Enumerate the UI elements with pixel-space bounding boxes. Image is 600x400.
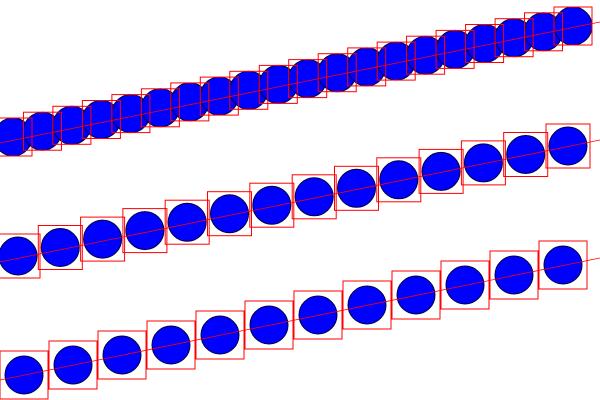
bounding-box (80, 216, 126, 262)
bounding-box (199, 76, 239, 116)
bounding-box (249, 182, 295, 228)
bounding-box (97, 330, 147, 380)
circle (494, 255, 534, 295)
bounding-box (111, 94, 151, 134)
bounding-box (376, 157, 422, 203)
bounding-box (48, 340, 98, 390)
circle (506, 135, 546, 174)
bounding-box (52, 105, 92, 145)
bounding-box (122, 208, 168, 254)
bounding-box (164, 199, 210, 245)
bounding-box (81, 100, 121, 139)
circle (40, 228, 80, 267)
bounding-box (460, 140, 506, 186)
bounding-box (553, 6, 593, 46)
bounding-box (347, 47, 387, 87)
bounding-box (195, 310, 245, 360)
circle (463, 143, 503, 183)
bounding-box (494, 18, 534, 58)
bounding-box (0, 117, 33, 157)
circle (167, 202, 207, 242)
circle (421, 151, 461, 191)
bounding-box (406, 35, 446, 75)
bounding-box (391, 270, 441, 320)
bounding-box (23, 111, 62, 151)
circle (0, 236, 38, 276)
bounding-box (140, 88, 180, 128)
circle (379, 160, 419, 200)
bounding-box (376, 41, 416, 81)
middle-row (0, 123, 600, 279)
bounding-box (334, 165, 379, 211)
circle (252, 185, 292, 225)
bounding-box (342, 280, 392, 330)
guide-line (0, 21, 600, 144)
bounding-box (465, 24, 505, 63)
bounding-box (244, 300, 294, 350)
bounding-box (524, 12, 563, 52)
bounding-box (170, 82, 210, 122)
bounding-box (207, 191, 252, 237)
bounding-box (288, 59, 328, 99)
bounding-box (291, 174, 337, 220)
circle (396, 275, 436, 315)
circle (294, 177, 334, 217)
circle (210, 194, 249, 234)
bottom-row (0, 240, 600, 400)
bounding-box (317, 53, 357, 93)
bounding-box (545, 123, 591, 169)
bounding-box (418, 148, 464, 194)
bounding-box (0, 350, 49, 400)
guide-line (0, 257, 600, 381)
bounding-box (258, 64, 298, 104)
bounding-box (37, 225, 83, 270)
bounding-box (435, 29, 475, 69)
bounding-box (538, 240, 588, 290)
circle (83, 219, 123, 259)
circle (548, 126, 588, 166)
top-row (0, 6, 600, 157)
circle (543, 245, 583, 285)
circle (337, 168, 376, 208)
circle (125, 211, 165, 251)
bounding-box (503, 132, 549, 177)
guide-line (0, 139, 600, 263)
bounding-box (440, 260, 490, 310)
bounding-box (293, 290, 343, 340)
bounding-box (146, 320, 196, 370)
bounding-box (229, 70, 269, 110)
bounding-box (489, 250, 539, 300)
bounding-box (0, 233, 41, 279)
circle (445, 265, 485, 305)
